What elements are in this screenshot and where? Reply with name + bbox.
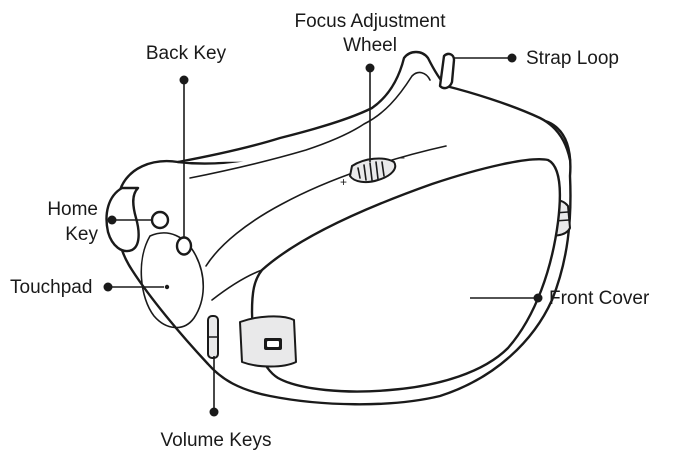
side-contour-lower: [211, 269, 263, 301]
headset-illustration: − +: [105, 50, 572, 406]
leaders: [103, 53, 543, 417]
label-volume-keys: Volume Keys: [161, 430, 272, 451]
dot-front-cover: [533, 293, 543, 303]
label-strap-loop: Strap Loop: [526, 48, 619, 69]
dot-volume-keys: [209, 407, 219, 417]
touchpad-indicator: [164, 284, 170, 290]
label-home-line2: Key: [65, 224, 98, 245]
head-arch-inner: [189, 71, 431, 179]
focus-wheel-ridges: [357, 161, 385, 181]
focus-wheel-minus: −: [398, 151, 405, 165]
head-arch: [176, 50, 572, 164]
focus-wheel-plus: +: [340, 175, 347, 189]
label-focus-line2: Wheel: [343, 35, 397, 56]
usb-port-inner: [267, 341, 279, 347]
dot-focus-wheel: [365, 63, 375, 73]
home-key: [150, 210, 170, 230]
label-touchpad: Touchpad: [10, 277, 92, 298]
label-focus-line1: Focus Adjustment: [294, 11, 446, 32]
side-contour: [205, 145, 447, 267]
dot-back-key: [179, 75, 189, 85]
dot-strap-loop: [507, 53, 517, 63]
dot-touchpad: [103, 282, 113, 292]
label-back-key: Back Key: [146, 43, 227, 64]
dot-home-key: [107, 215, 117, 225]
label-front-cover: Front Cover: [549, 288, 650, 309]
labels: Focus Adjustment Wheel Back Key Strap Lo…: [10, 11, 650, 451]
strap-loop-tab: [438, 52, 456, 90]
label-home-line1: Home: [47, 199, 98, 220]
back-key: [175, 236, 193, 256]
